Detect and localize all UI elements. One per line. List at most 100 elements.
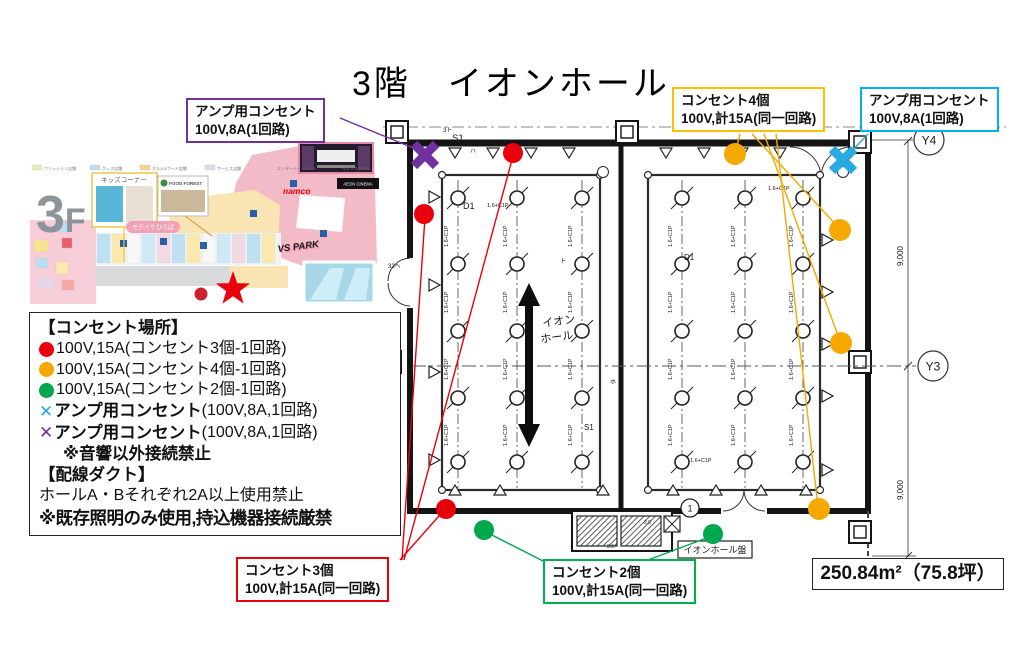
yellow-outlet-marker bbox=[830, 332, 852, 354]
light-fixture-symbol bbox=[450, 323, 466, 339]
map-legend-label: グッズ店舗 bbox=[102, 165, 122, 171]
hall-arrow-shaft bbox=[525, 301, 533, 429]
map-motaike-label: モテイケひろば bbox=[132, 224, 174, 232]
callout-line: 100V,8A(1回路) bbox=[195, 121, 290, 137]
leader-green bbox=[485, 531, 546, 563]
map-store-tile bbox=[96, 233, 111, 264]
hall-arrow-head-down bbox=[518, 424, 540, 447]
map-store-icon bbox=[160, 238, 167, 245]
cable-label: 1.6+C1P bbox=[789, 358, 795, 380]
map-store-icon bbox=[320, 230, 327, 237]
door-label: 33ヘ bbox=[388, 264, 401, 270]
dimension-value-upper: 9,000 bbox=[896, 245, 905, 266]
map-store-tile bbox=[141, 233, 156, 264]
light-fixture-symbol bbox=[450, 390, 466, 406]
map-store-tile bbox=[55, 261, 69, 275]
light-fixture-symbol bbox=[674, 190, 690, 206]
map-store-tile bbox=[61, 279, 75, 291]
map-legend-swatch bbox=[139, 164, 151, 171]
map-namco-label: namco bbox=[283, 186, 310, 196]
legend-title: 【コンセント場所】 bbox=[39, 319, 188, 337]
light-fixture-symbol bbox=[574, 190, 590, 206]
map-cutout bbox=[296, 195, 345, 232]
grid-bubble-y4-label: Y4 bbox=[922, 134, 937, 148]
triangle-symbol-left bbox=[428, 364, 442, 380]
red-outlet-marker bbox=[436, 499, 456, 519]
legend-item-text: 100V,15A(コンセント4個-1回路) bbox=[56, 360, 287, 378]
plan-label-ha: ハ bbox=[470, 149, 476, 155]
blue-amp-marker bbox=[828, 145, 858, 175]
map-hall-photo-curtain bbox=[358, 146, 370, 170]
light-fixture-symbol bbox=[795, 190, 811, 206]
map-cinema-badge bbox=[337, 178, 379, 189]
cable-label: 1.6+C1P bbox=[668, 358, 674, 380]
dimension-value-lower: 9,000 bbox=[896, 479, 905, 500]
map-legend-swatch bbox=[31, 164, 43, 171]
leader-lines bbox=[339, 117, 869, 563]
plan-label-3to: 3ト bbox=[443, 128, 452, 134]
door-arc bbox=[743, 489, 766, 512]
light-fixture-symbol bbox=[737, 256, 753, 272]
light-fixture-symbol bbox=[450, 256, 466, 272]
callout-line: コンセント4個 bbox=[681, 93, 770, 108]
leader-green bbox=[647, 535, 713, 561]
map-store-icon bbox=[250, 210, 257, 217]
cable-label: 1.6+C1P bbox=[487, 203, 509, 209]
cable-label: 1.6+C1P bbox=[568, 225, 574, 247]
hall-floor-plan bbox=[378, 120, 1006, 561]
map-vspark-shadow: VS PARK bbox=[278, 240, 322, 256]
purple-amp-marker bbox=[410, 140, 440, 170]
map-store-tile bbox=[126, 233, 141, 264]
cable-label: 1.6+C1P bbox=[444, 358, 450, 380]
light-fixture-symbol bbox=[574, 323, 590, 339]
map-store-tile bbox=[35, 257, 49, 269]
map-foodforest-label: FOOD FOREST bbox=[169, 181, 202, 186]
escalator-hatch bbox=[576, 515, 618, 547]
yellow-outlet-marker bbox=[829, 219, 851, 241]
column-inner bbox=[853, 525, 867, 539]
light-fixture-symbol bbox=[737, 323, 753, 339]
yellow-outlet-marker bbox=[724, 143, 746, 165]
callout-outlet-2: コンセント2個 100V,計15A(同一回路) bbox=[543, 559, 697, 605]
map-store-tile bbox=[111, 233, 126, 264]
triangle-symbol-top bbox=[772, 147, 788, 160]
map-floor-label: 3F bbox=[36, 186, 86, 244]
light-fixture-symbol bbox=[674, 390, 690, 406]
map-store-tile bbox=[57, 221, 71, 233]
grid-bubble-y3 bbox=[917, 350, 949, 382]
light-fixture-symbol bbox=[737, 190, 753, 206]
hall-arrow-head-up bbox=[518, 283, 540, 306]
light-fixture-symbol bbox=[737, 454, 753, 470]
map-store-tile bbox=[231, 233, 246, 264]
map-legend-swatch bbox=[89, 164, 101, 171]
column bbox=[848, 350, 872, 374]
legend-item-text: (100V,8A,1回路) bbox=[201, 402, 318, 420]
triangle-symbol-bottom bbox=[708, 483, 724, 496]
door-arc bbox=[387, 282, 411, 307]
duct-corner-node bbox=[815, 170, 825, 180]
map-store-tile bbox=[246, 233, 261, 264]
plan-label-d1: D1 bbox=[463, 201, 475, 211]
map-red-badge bbox=[194, 287, 208, 301]
plan-label-s1: S1 bbox=[584, 423, 594, 432]
map-vspark-photo-lane bbox=[344, 268, 370, 300]
plan-label-d1: D1 bbox=[684, 253, 695, 262]
circle-one-label: 1 bbox=[687, 504, 692, 514]
leader-purple bbox=[339, 117, 424, 153]
light-fixture-symbol bbox=[674, 323, 690, 339]
triangle-symbol-left bbox=[428, 277, 442, 293]
page-title: 3階 イオンホール bbox=[352, 65, 670, 103]
cable-label: 1.6+C1P bbox=[731, 225, 737, 247]
light-fixture-symbol bbox=[674, 256, 690, 272]
leader-yellow bbox=[775, 133, 819, 508]
map-hall-photo-curtain bbox=[302, 146, 314, 170]
column bbox=[385, 120, 409, 144]
map-legend-label: ファッション店舗 bbox=[44, 165, 76, 171]
triangle-symbol-right bbox=[821, 462, 835, 478]
triangle-symbol-bottom bbox=[798, 483, 814, 496]
triangle-symbol-top bbox=[658, 147, 674, 160]
light-fixture-symbol bbox=[509, 454, 525, 470]
column-inner bbox=[390, 125, 404, 139]
map-legend-swatch bbox=[204, 164, 216, 171]
light-fixture-symbol bbox=[509, 256, 525, 272]
